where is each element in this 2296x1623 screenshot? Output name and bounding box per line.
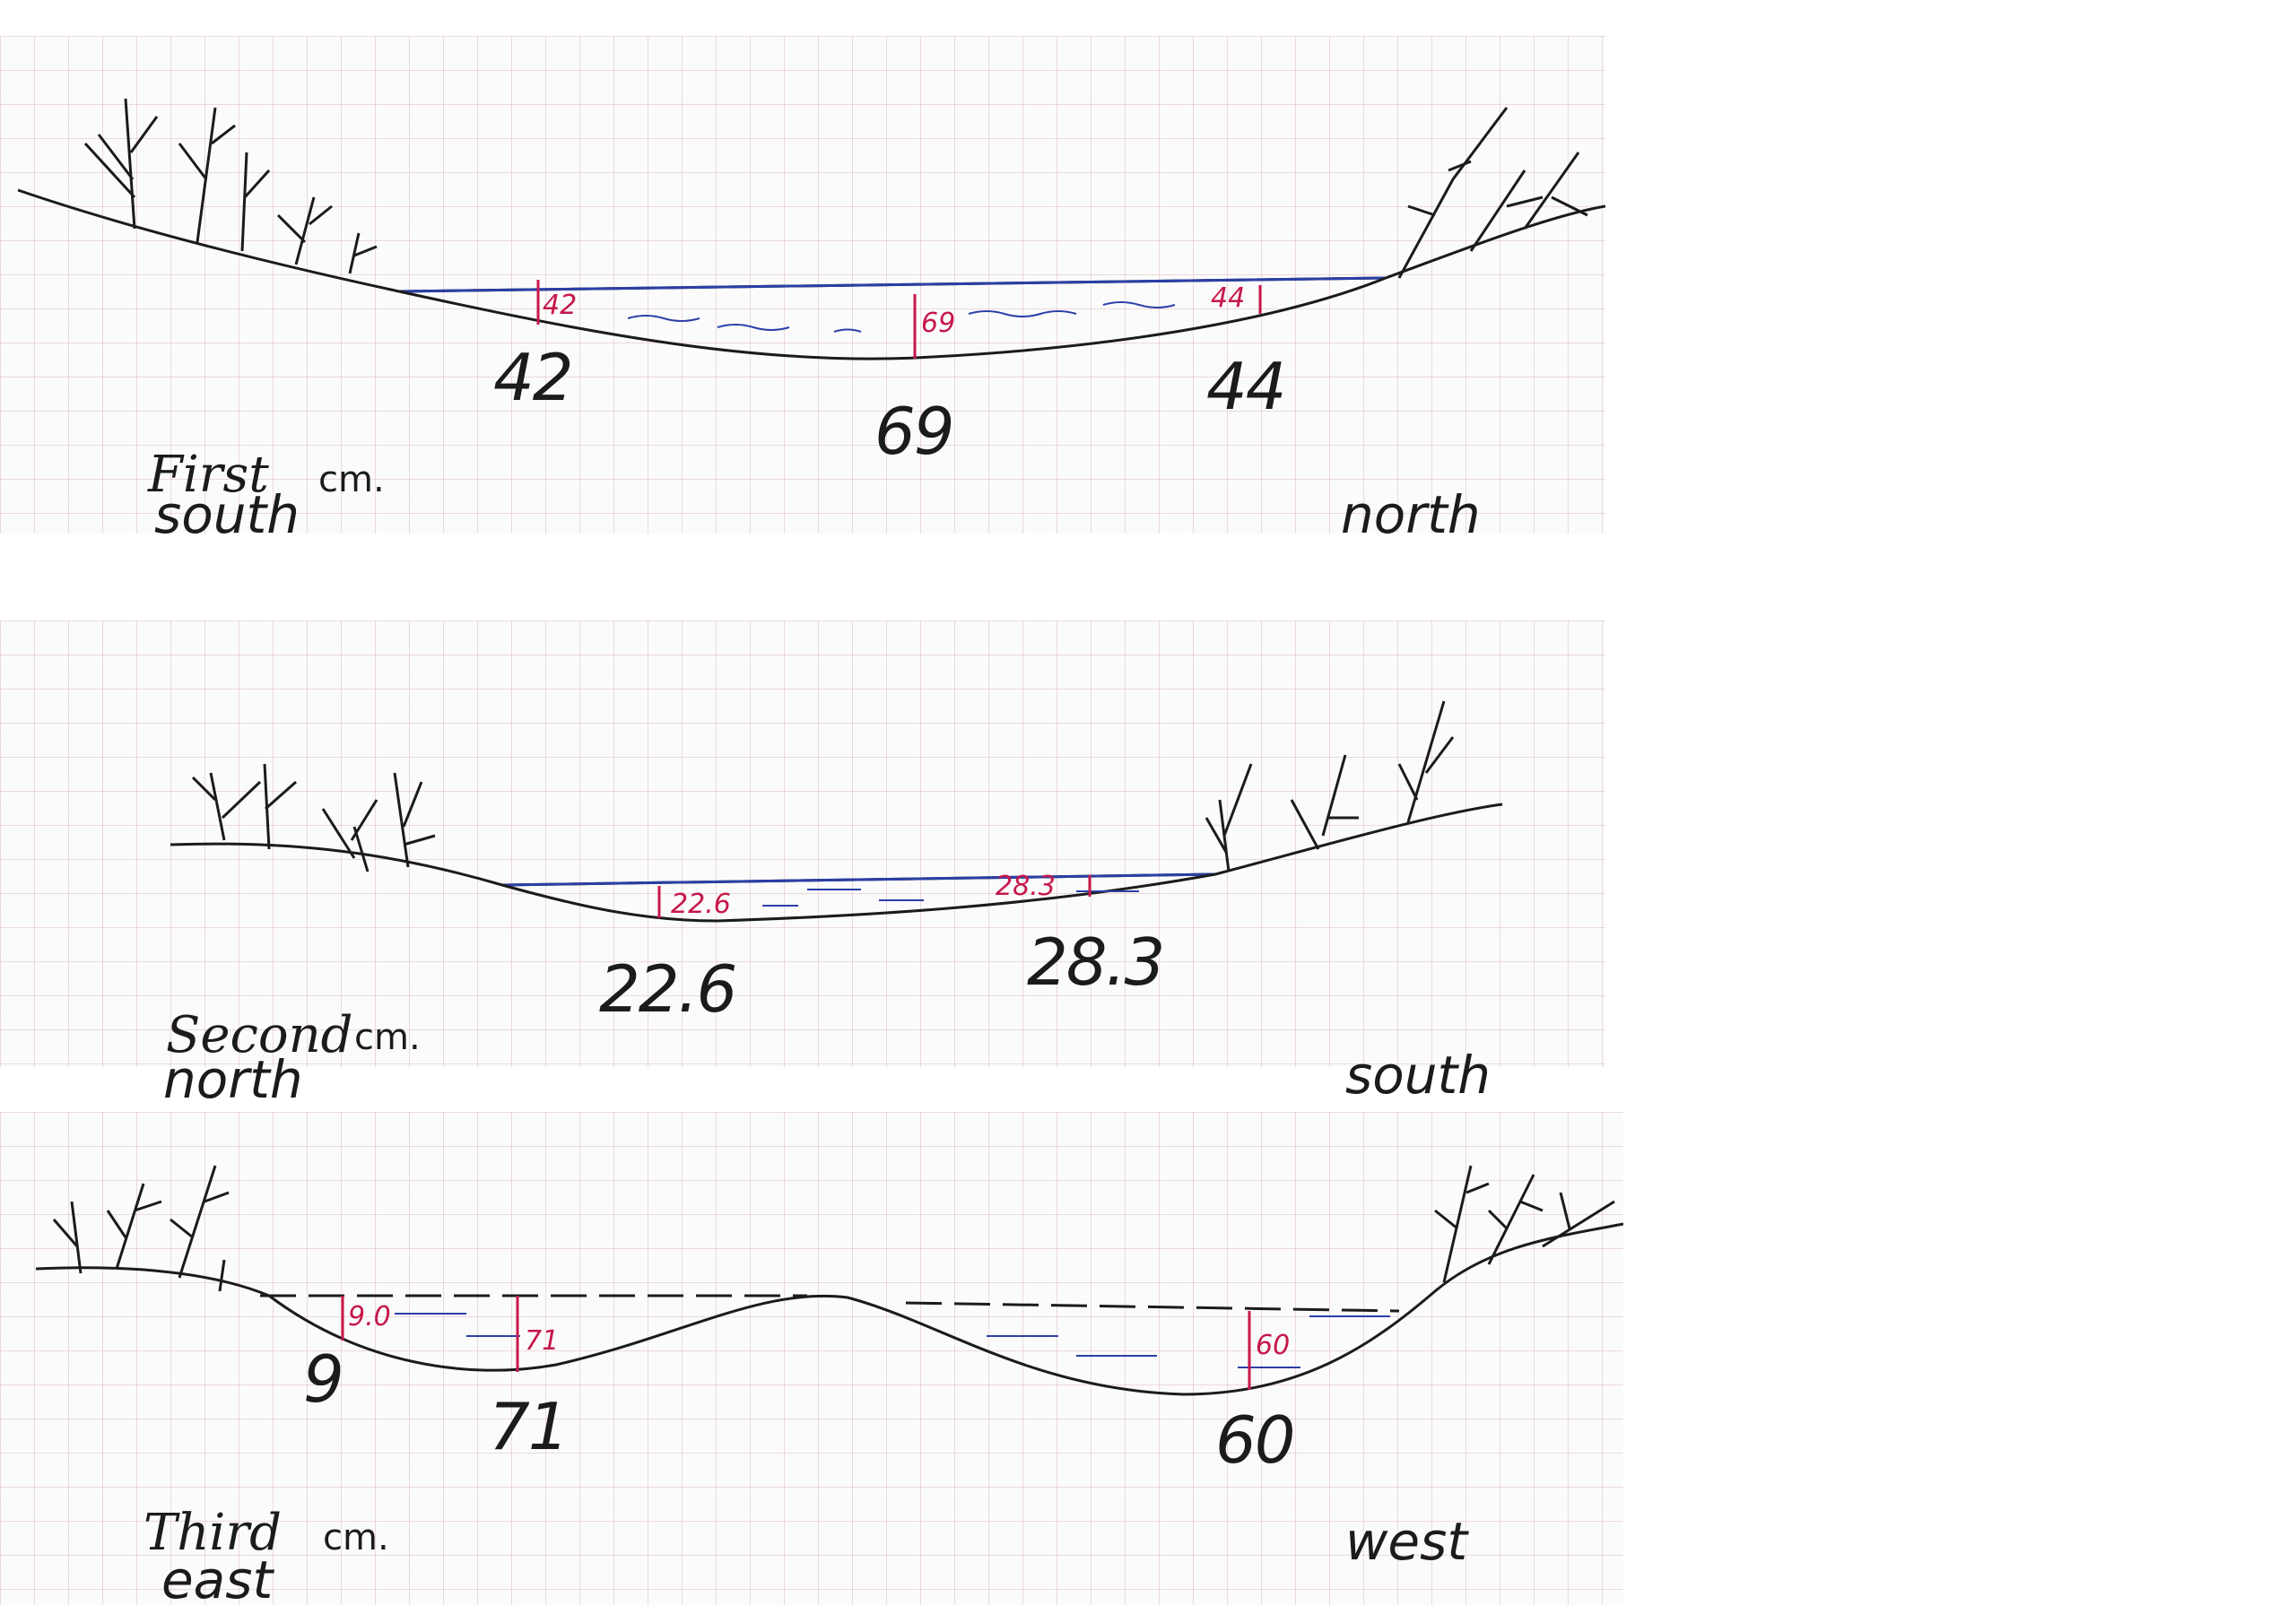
first-annotation-2: 69 xyxy=(921,308,955,339)
first-vegetation-right xyxy=(1397,107,1588,279)
third-section-title: Third xyxy=(144,1504,282,1562)
third-vegetation-right xyxy=(1434,1165,1615,1283)
second-channel-bed xyxy=(501,872,1216,923)
second-water-ripples xyxy=(762,889,1139,907)
first-measure-ticks xyxy=(536,280,1262,359)
first-section-title: First xyxy=(148,446,269,504)
first-water-surface xyxy=(398,276,1387,293)
second-section-panel: 22.6 28.3 22.6 28.3 Second cm. xyxy=(0,621,1605,1067)
third-depth-3: 60 xyxy=(1215,1402,1296,1478)
second-unit: cm. xyxy=(354,1017,421,1058)
first-left-bank: south xyxy=(154,484,300,534)
third-depth-2: 71 xyxy=(489,1389,570,1464)
first-water-ripples xyxy=(627,301,1176,333)
second-depth-2: 28.3 xyxy=(1027,924,1165,1000)
first-annotation-3: 44 xyxy=(1211,282,1245,314)
first-depth-2: 69 xyxy=(874,394,955,469)
first-ground-line xyxy=(17,188,1605,293)
third-section-panel: 9.0 71 60 9 71 60 Third cm. east west xyxy=(0,1112,1623,1605)
third-vegetation-left xyxy=(52,1165,230,1292)
first-right-bank: north xyxy=(1341,484,1481,534)
first-vegetation-left xyxy=(83,98,378,274)
second-annotation-1: 22.6 xyxy=(671,889,731,920)
second-right-bank: south xyxy=(1345,1045,1491,1106)
second-left-bank: north xyxy=(163,1049,303,1110)
first-section-panel: 42 69 44 42 69 44 First cm. south north xyxy=(0,36,1605,534)
third-unit: cm. xyxy=(323,1517,389,1558)
second-vegetation-right xyxy=(1205,700,1455,872)
third-annotation-1: 9.0 xyxy=(348,1301,391,1332)
third-depth-1: 9 xyxy=(303,1341,344,1417)
third-ground-line xyxy=(35,1266,270,1298)
third-section-drawing: 9.0 71 60 xyxy=(35,1165,1623,1396)
first-channel-bed xyxy=(398,276,1387,360)
second-annotation-2: 28.3 xyxy=(996,871,1056,902)
first-unit: cm. xyxy=(318,459,385,500)
second-vegetation-left xyxy=(191,763,436,872)
third-right-bank: west xyxy=(1345,1511,1468,1572)
second-measure-ticks xyxy=(657,875,1091,918)
third-measure-ticks xyxy=(341,1296,1251,1390)
third-water-surface-right xyxy=(905,1301,1400,1313)
second-water-surface xyxy=(501,872,1216,887)
second-section-title: Second xyxy=(166,1006,353,1064)
second-ground-line xyxy=(170,803,1503,887)
third-channel-bed xyxy=(268,1222,1623,1396)
first-section-drawing: 42 69 44 xyxy=(17,98,1605,360)
second-section-drawing: 22.6 28.3 xyxy=(170,700,1503,923)
first-annotation-1: 42 xyxy=(543,290,577,321)
third-annotation-3: 60 xyxy=(1256,1330,1290,1361)
third-left-bank: east xyxy=(161,1549,274,1605)
first-depth-3: 44 xyxy=(1206,349,1287,424)
third-annotation-2: 71 xyxy=(525,1325,559,1357)
second-depth-1: 22.6 xyxy=(599,951,737,1027)
first-depth-1: 42 xyxy=(493,340,574,415)
